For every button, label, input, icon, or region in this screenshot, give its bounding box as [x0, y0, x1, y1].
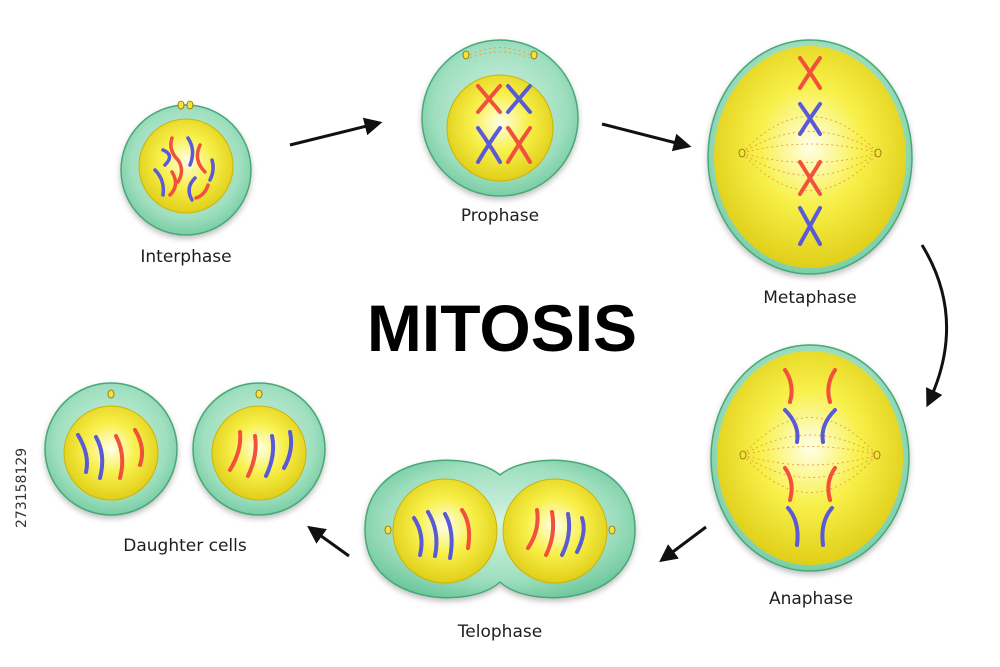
chromosomes [76, 428, 145, 480]
chromosomes-right [526, 508, 586, 557]
centrosome [255, 389, 263, 399]
anaphase-cell: Anaphase [710, 344, 910, 609]
diagram-title: MITOSIS [367, 291, 637, 365]
daughter-cell-right [192, 382, 326, 516]
daughter-cells-label: Daughter cells [123, 536, 247, 556]
telophase-label: Telophase [457, 622, 542, 642]
chromosomes-aligned [798, 56, 822, 246]
spindle-fibers [741, 116, 879, 191]
telophase-cell: Telophase [364, 459, 636, 642]
centrosome [177, 100, 194, 110]
chromosomes-left [412, 508, 472, 560]
daughter-cell-left [44, 382, 178, 516]
chromosomes [476, 84, 532, 164]
prophase-label: Prophase [461, 206, 539, 226]
metaphase-cell: Metaphase [707, 39, 913, 308]
arrow-metaphase-to-anaphase [920, 244, 948, 408]
centrosome [384, 525, 616, 535]
arrow-prophase-to-metaphase [601, 122, 692, 152]
chromatids-separating [783, 368, 837, 547]
arrow-anaphase-to-telophase [659, 525, 707, 563]
centrosome [462, 50, 538, 60]
interphase-cell: Interphase [120, 100, 252, 267]
chromatin [153, 136, 215, 202]
centrosome [107, 389, 115, 399]
centrosome [739, 450, 881, 460]
centrosome [738, 148, 882, 158]
arrow-telophase-to-daughter-cells [307, 525, 350, 558]
metaphase-label: Metaphase [763, 288, 857, 308]
spindle-fibers [742, 417, 878, 493]
interphase-label: Interphase [140, 247, 231, 267]
prophase-cell: Prophase [421, 39, 579, 226]
chromosomes [228, 430, 294, 478]
watermark-id: 273158129 [14, 448, 30, 528]
anaphase-label: Anaphase [769, 589, 853, 609]
arrow-interphase-to-prophase [289, 117, 383, 147]
